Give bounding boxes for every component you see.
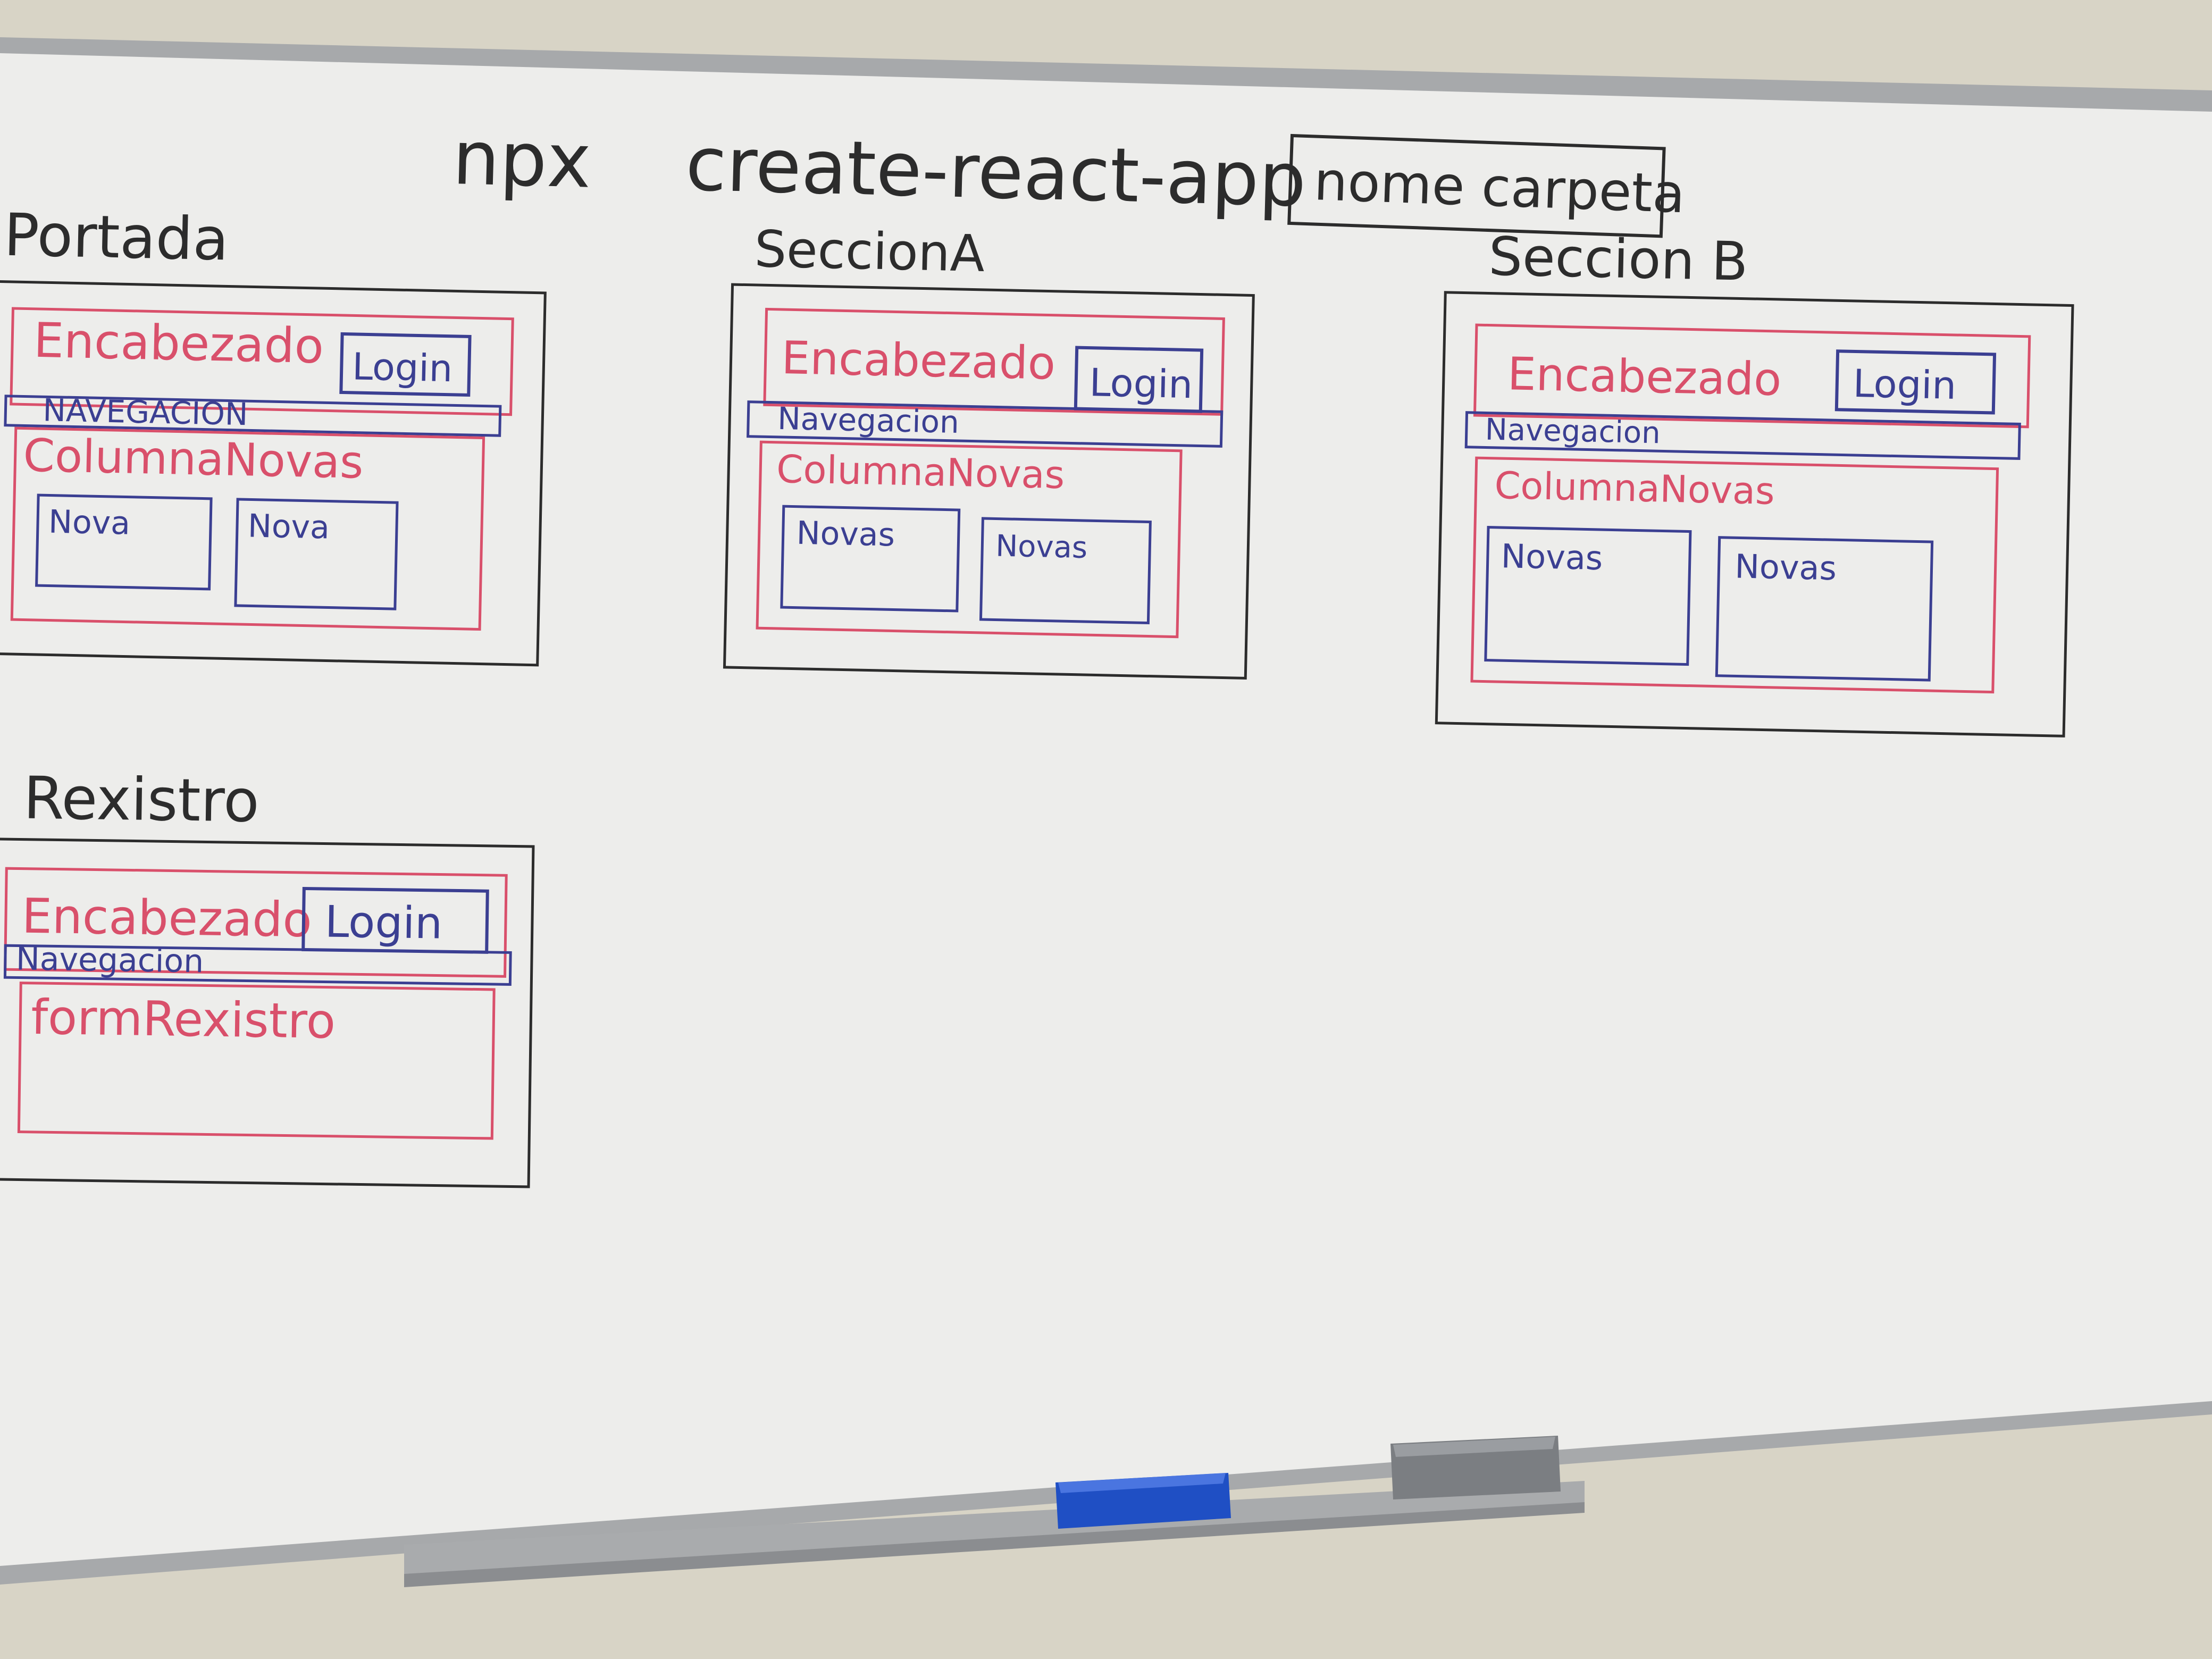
sketch-title: SeccionA bbox=[754, 220, 985, 283]
blue-eraser[interactable] bbox=[1055, 1473, 1231, 1529]
sketch-seccion-b: Seccion B Encabezado Login Navegacion Co… bbox=[1435, 225, 2074, 738]
news-card-label: Novas bbox=[1735, 547, 1837, 588]
placeholder-text: nome carpeta bbox=[1313, 150, 1686, 225]
sketch-rexistro: Rexistro Encabezado Login Navegacion for… bbox=[0, 764, 535, 1188]
news-card-label: Nova bbox=[247, 507, 330, 546]
news-card-label: Novas bbox=[1501, 537, 1603, 577]
column-label: ColumnaNovas bbox=[23, 429, 364, 489]
board-surface bbox=[0, 53, 2212, 1566]
page-frame bbox=[0, 837, 535, 1188]
sketch-title: Portada bbox=[3, 201, 229, 274]
nav-bar bbox=[4, 395, 502, 437]
sketch-seccion-a: SeccionA Encabezado Login Navegacion Col… bbox=[723, 220, 1255, 680]
sketch-portada: Portada Encabezado Login NAVEGACION Colu… bbox=[0, 201, 547, 667]
login-label: Login bbox=[324, 897, 443, 949]
news-card bbox=[234, 498, 399, 610]
nav-label: Navegacion bbox=[777, 400, 960, 440]
page-frame bbox=[723, 283, 1255, 680]
header-label: Encabezado bbox=[33, 313, 324, 374]
header-label: Encabezado bbox=[781, 332, 1056, 390]
page-frame bbox=[0, 280, 547, 667]
login-label: Login bbox=[1853, 361, 1957, 408]
nav-bar bbox=[1464, 411, 2021, 460]
column-box bbox=[10, 426, 485, 631]
gray-eraser[interactable] bbox=[1390, 1436, 1561, 1499]
header-label: Encabezado bbox=[21, 889, 312, 949]
login-box bbox=[1834, 349, 1997, 415]
column-label: ColumnaNovas bbox=[1494, 464, 1775, 513]
nav-label: Navegacion bbox=[1485, 412, 1661, 450]
sketch-title: Seccion B bbox=[1488, 225, 1748, 293]
form-label: formRexistro bbox=[31, 990, 336, 1050]
sketch-title: Rexistro bbox=[23, 764, 259, 835]
form-box bbox=[17, 982, 496, 1140]
news-card bbox=[979, 517, 1152, 625]
nav-bar bbox=[3, 944, 512, 986]
column-box bbox=[1470, 456, 1999, 694]
news-card-label: Novas bbox=[995, 529, 1088, 566]
news-card-label: Novas bbox=[796, 515, 895, 554]
header-box bbox=[4, 867, 508, 978]
page-frame bbox=[1435, 291, 2074, 738]
column-label: ColumnaNovas bbox=[776, 447, 1065, 497]
header-box bbox=[763, 307, 1225, 416]
header-label: Encabezado bbox=[1507, 348, 1782, 406]
login-label: Login bbox=[351, 345, 453, 390]
news-card bbox=[35, 493, 213, 591]
header-box bbox=[10, 307, 514, 416]
news-card-label: Nova bbox=[48, 503, 130, 542]
news-card bbox=[1484, 526, 1692, 666]
nav-label: NAVEGACION bbox=[43, 392, 248, 432]
nav-label: Navegacion bbox=[15, 940, 204, 980]
login-box bbox=[339, 332, 472, 397]
login-label: Login bbox=[1089, 360, 1193, 407]
news-card bbox=[780, 505, 961, 613]
header-box bbox=[1473, 323, 2031, 429]
column-box bbox=[756, 440, 1183, 639]
news-card bbox=[1715, 536, 1934, 682]
placeholder-box bbox=[1287, 133, 1666, 238]
nav-bar bbox=[747, 400, 1224, 448]
